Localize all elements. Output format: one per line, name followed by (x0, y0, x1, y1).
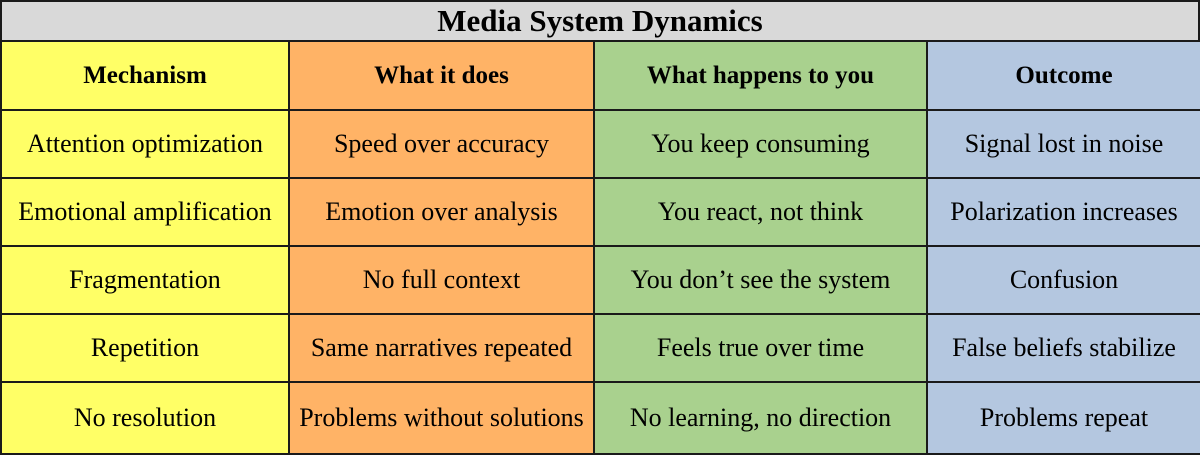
cell-outcome: Problems repeat (926, 381, 1200, 455)
table-row: Repetition Same narratives repeated Feel… (0, 313, 1200, 383)
cell-what-it-does: No full context (288, 245, 595, 315)
cell-mechanism: Fragmentation (0, 245, 290, 315)
header-what-happens-to-you: What happens to you (593, 40, 928, 111)
cell-what-it-does: Speed over accuracy (288, 109, 595, 179)
cell-outcome: Signal lost in noise (926, 109, 1200, 179)
header-mechanism: Mechanism (0, 40, 290, 111)
cell-what-it-does: Emotion over analysis (288, 177, 595, 247)
cell-what-happens: You don’t see the system (593, 245, 928, 315)
cell-what-happens: You keep consuming (593, 109, 928, 179)
cell-mechanism: Attention optimization (0, 109, 290, 179)
table-row: Attention optimization Speed over accura… (0, 109, 1200, 179)
table-row: Emotional amplification Emotion over ana… (0, 177, 1200, 247)
table-title: Media System Dynamics (0, 0, 1200, 42)
table-row: Fragmentation No full context You don’t … (0, 245, 1200, 315)
cell-what-happens: No learning, no direction (593, 381, 928, 455)
cell-outcome: False beliefs stabilize (926, 313, 1200, 383)
header-what-it-does: What it does (288, 40, 595, 111)
dynamics-table: Mechanism What it does What happens to y… (0, 40, 1200, 455)
cell-mechanism: Emotional amplification (0, 177, 290, 247)
cell-outcome: Polarization increases (926, 177, 1200, 247)
cell-mechanism: No resolution (0, 381, 290, 455)
cell-what-happens: You react, not think (593, 177, 928, 247)
header-row: Mechanism What it does What happens to y… (0, 40, 1200, 111)
cell-what-it-does: Problems without solutions (288, 381, 595, 455)
cell-outcome: Confusion (926, 245, 1200, 315)
cell-what-it-does: Same narratives repeated (288, 313, 595, 383)
table-row: No resolution Problems without solutions… (0, 381, 1200, 455)
cell-mechanism: Repetition (0, 313, 290, 383)
cell-what-happens: Feels true over time (593, 313, 928, 383)
header-outcome: Outcome (926, 40, 1200, 111)
